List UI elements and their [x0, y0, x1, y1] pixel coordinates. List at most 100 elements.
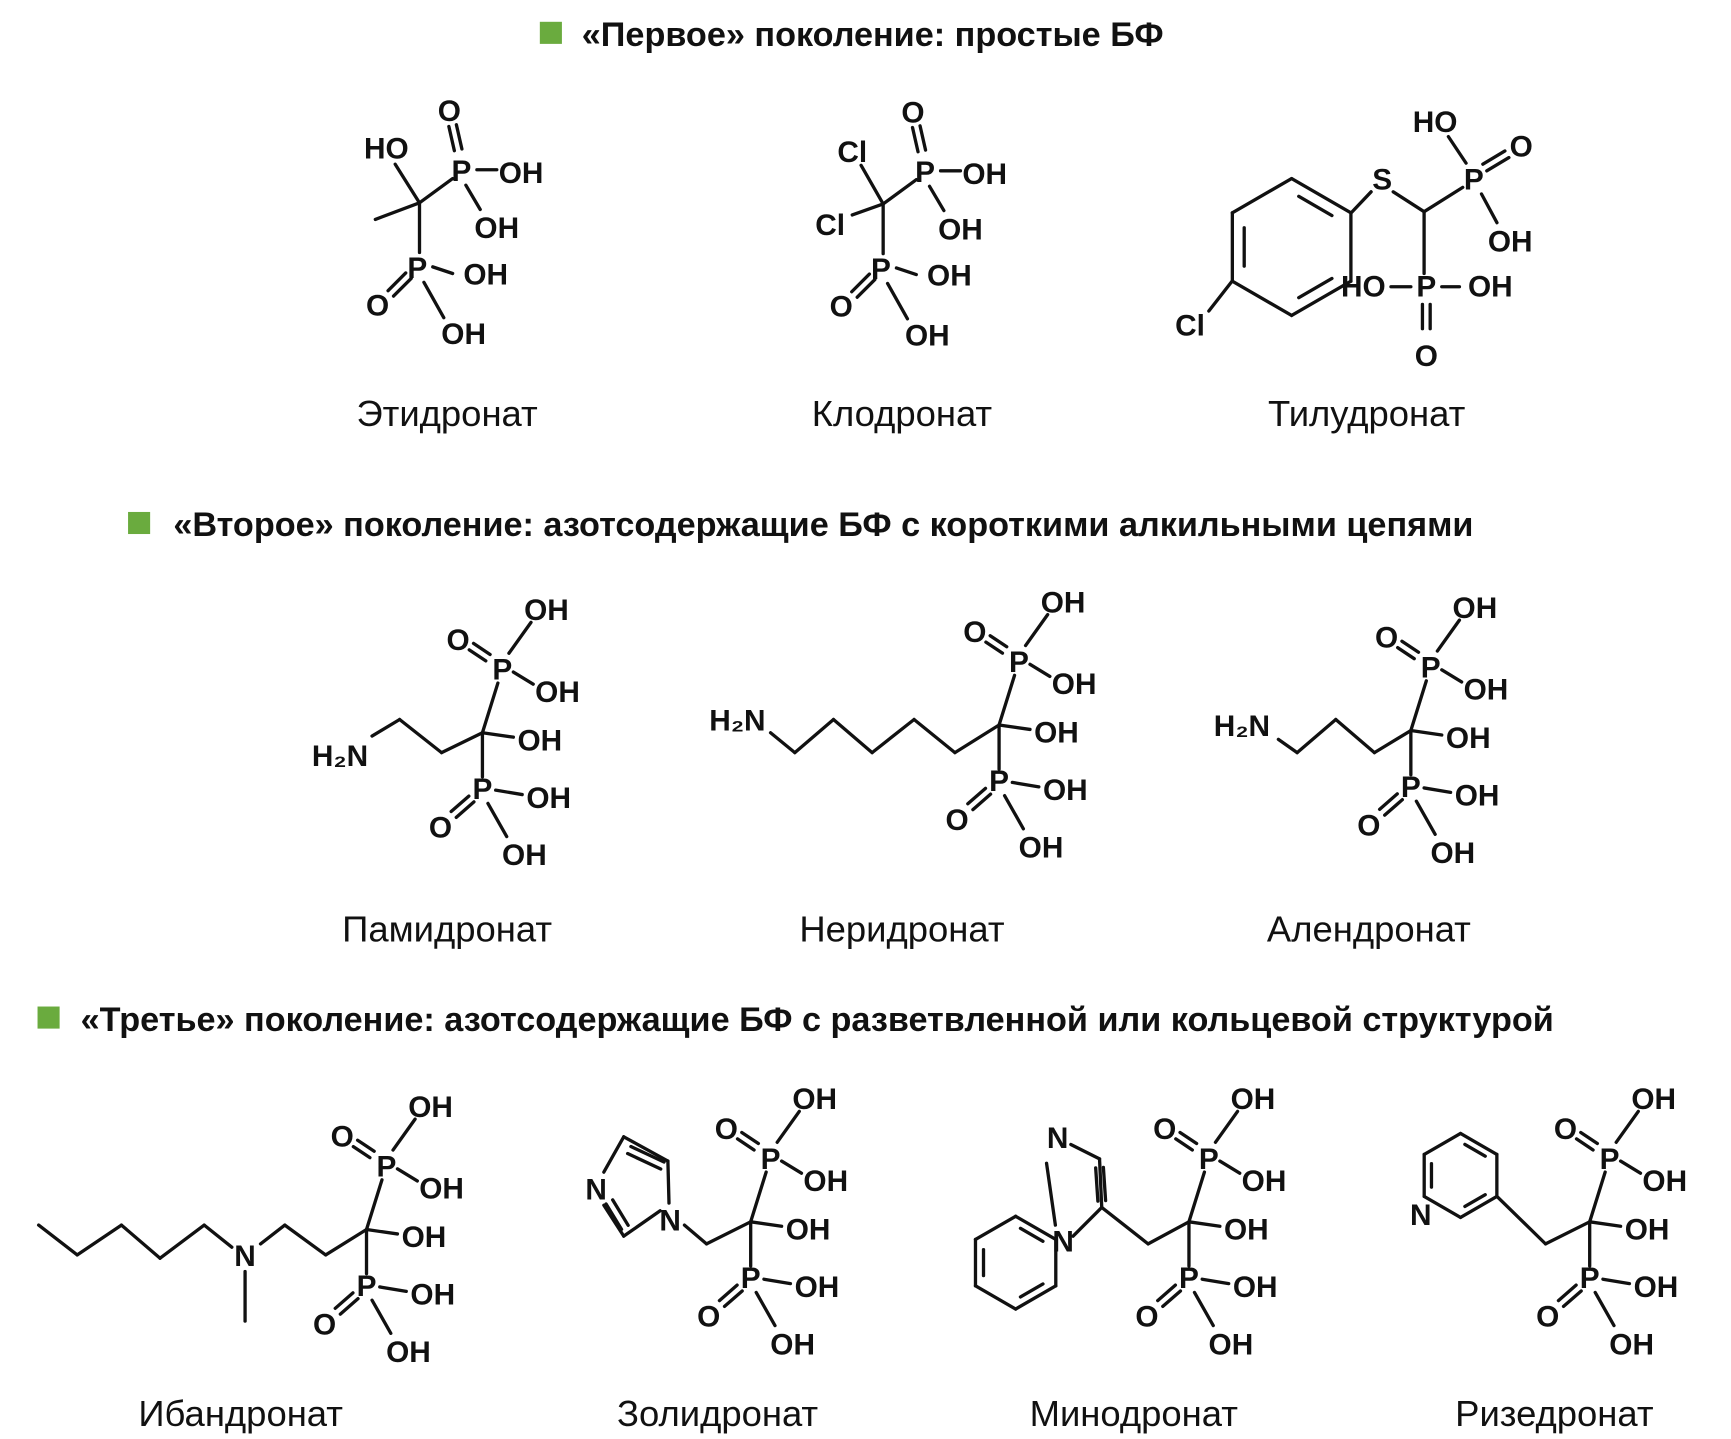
atom-label: O: [1357, 809, 1380, 842]
bond: [775, 1109, 801, 1144]
bond: [1334, 717, 1377, 755]
bond: [1422, 185, 1465, 214]
bond: [704, 1220, 753, 1246]
section-title: «Третье» поколение: азотсодержащие БФ с …: [81, 1001, 1554, 1039]
atom-label: O: [830, 291, 853, 324]
bond: [912, 717, 957, 755]
bond: [1187, 1170, 1207, 1224]
atom-label: O: [438, 95, 461, 128]
atom-label: OH: [1455, 780, 1500, 813]
compound-name: Клодронат: [812, 393, 993, 434]
bond: [881, 178, 918, 206]
bond: [1146, 1220, 1191, 1246]
bond: [464, 183, 482, 212]
atom-label: OH: [1231, 1083, 1276, 1116]
atom-label: P: [1464, 164, 1484, 197]
bond: [422, 280, 446, 320]
atom-label: P: [1401, 771, 1421, 804]
bond: [511, 670, 535, 686]
bond: [391, 1117, 417, 1152]
bond: [973, 1284, 1018, 1311]
bond: [971, 792, 993, 812]
bond: [1422, 1194, 1463, 1220]
atom-label: P: [452, 155, 472, 188]
bond: [831, 717, 874, 755]
bond: [1400, 639, 1421, 654]
bond: [1071, 1205, 1104, 1238]
bond: [1069, 1142, 1102, 1161]
bond: [1579, 1130, 1600, 1146]
bond: [75, 1223, 124, 1257]
section-3-heading: «Третье» поколение: азотсодержащие БФ с …: [37, 1001, 1554, 1039]
bond: [717, 1283, 739, 1303]
bond: [984, 640, 1005, 655]
atom-label: OH: [499, 157, 544, 190]
bond: [1479, 192, 1499, 225]
bond: [762, 1277, 793, 1286]
bond: [1481, 149, 1507, 166]
bond: [1289, 279, 1353, 318]
atom-label: OH: [408, 1091, 453, 1124]
bond: [859, 163, 885, 206]
atom-label: OH: [526, 782, 571, 815]
green-bullet-icon: [128, 511, 151, 535]
bond: [1446, 134, 1468, 165]
atom-label: OH: [1242, 1165, 1287, 1198]
atom-label: OH: [1453, 592, 1498, 625]
bond: [870, 717, 916, 755]
compound-name: Ибандронат: [138, 1393, 343, 1434]
bond: [1161, 1289, 1183, 1309]
bond: [351, 1144, 372, 1160]
atom-label: O: [1415, 340, 1438, 373]
bond: [467, 648, 488, 663]
bond: [454, 123, 464, 151]
bond: [1414, 799, 1437, 836]
compound-name: Неридронат: [799, 908, 1004, 949]
bond: [722, 1289, 744, 1309]
bond: [338, 1297, 360, 1316]
atom-label: OH: [770, 1328, 815, 1361]
bond: [378, 1285, 408, 1294]
bond: [1289, 176, 1353, 215]
bond: [1230, 279, 1294, 318]
bond: [1218, 1159, 1242, 1175]
section-1-heading: «Первое» поколение: простые БФ: [539, 16, 1164, 54]
compound-name: Алендронат: [1267, 908, 1471, 949]
compound-name: Памидронат: [342, 908, 552, 949]
bond: [1213, 1109, 1240, 1144]
bond: [355, 1138, 376, 1153]
bond: [480, 731, 515, 739]
bond: [1207, 279, 1234, 313]
bond: [1409, 728, 1444, 737]
atom-label: O: [946, 804, 969, 837]
section-title: «Первое» поколение: простые БФ: [582, 16, 1164, 54]
bond: [370, 717, 402, 738]
bond: [1044, 1161, 1058, 1227]
bond: [1297, 194, 1334, 218]
bond: [471, 641, 492, 657]
atom-label: O: [1536, 1301, 1559, 1334]
atom-label: OH: [535, 676, 580, 709]
bond: [1002, 794, 1026, 831]
bond: [622, 1135, 670, 1163]
atom-label: OH: [517, 724, 562, 757]
bond: [386, 271, 408, 293]
atom-label: OH: [1468, 271, 1513, 304]
atom-label: P: [1199, 1143, 1219, 1176]
bond: [910, 125, 920, 154]
atom-label: P: [1421, 652, 1441, 685]
section-2-heading: «Второе» поколение: азотсодержащие БФ с …: [128, 506, 1473, 544]
atom-label: P: [989, 765, 1009, 798]
atom-label: OH: [1634, 1271, 1679, 1304]
atom-label: O: [963, 616, 986, 649]
bond: [1463, 1193, 1487, 1209]
atom-label: O: [447, 624, 470, 657]
bond: [1097, 1157, 1104, 1210]
bond: [682, 1223, 709, 1246]
bond: [397, 717, 444, 755]
